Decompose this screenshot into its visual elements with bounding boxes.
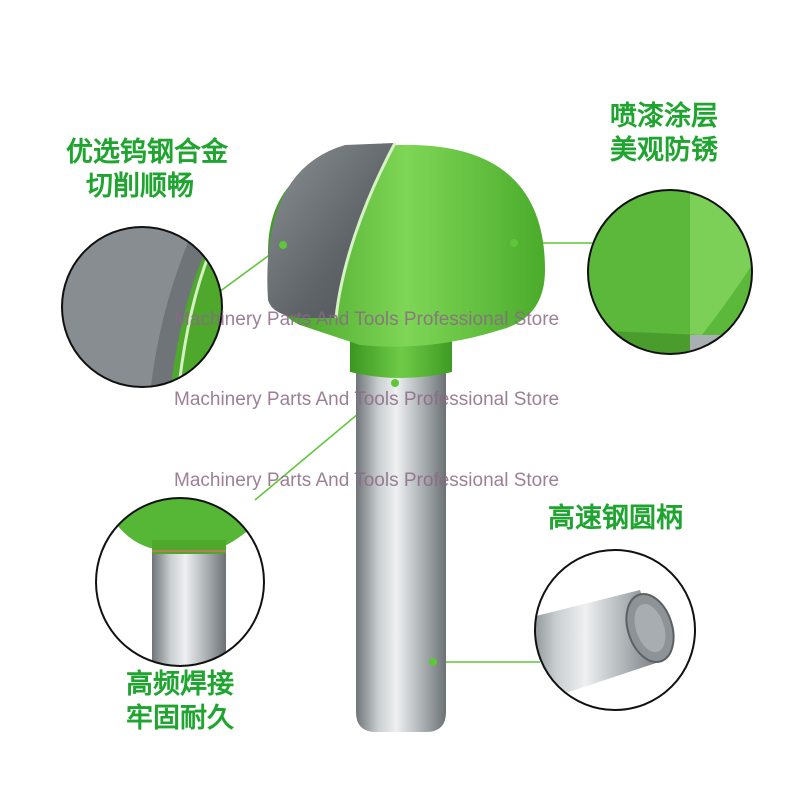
- zoom-welding: [95, 497, 265, 667]
- callout-coating-line2: 美观防锈: [610, 135, 718, 166]
- zoom-carbide: [61, 226, 223, 388]
- callout-welding-line2: 牢固耐久: [126, 703, 234, 734]
- callout-carbide-line1: 优选钨钢合金: [66, 137, 228, 168]
- callout-coating-line1: 喷漆涂层: [610, 101, 718, 132]
- marker-dot: [279, 241, 287, 249]
- zoom-shank-end: [534, 549, 696, 711]
- bit-shank: [356, 370, 446, 732]
- watermark-text: Machinery Parts And Tools Professional S…: [174, 470, 560, 491]
- carbide-cutter: [267, 143, 395, 318]
- watermark-text: Machinery Parts And Tools Professional S…: [174, 389, 560, 410]
- marker-dot: [391, 379, 399, 387]
- zoom-coating: [587, 189, 753, 355]
- callout-welding: 高频焊接 牢固耐久: [126, 668, 234, 736]
- callout-carbide-line2: 切削顺畅: [86, 171, 194, 202]
- callout-shank: 高速钢圆柄: [548, 502, 683, 536]
- marker-dot: [510, 239, 518, 247]
- callout-carbide: 优选钨钢合金 切削顺畅: [66, 136, 228, 204]
- callout-welding-line1: 高频焊接: [126, 669, 234, 700]
- marker-dot: [429, 658, 437, 666]
- callout-coating: 喷漆涂层 美观防锈: [610, 100, 718, 168]
- callout-shank-line1: 高速钢圆柄: [548, 503, 683, 534]
- watermark-text: Machinery Parts And Tools Professional S…: [174, 309, 560, 330]
